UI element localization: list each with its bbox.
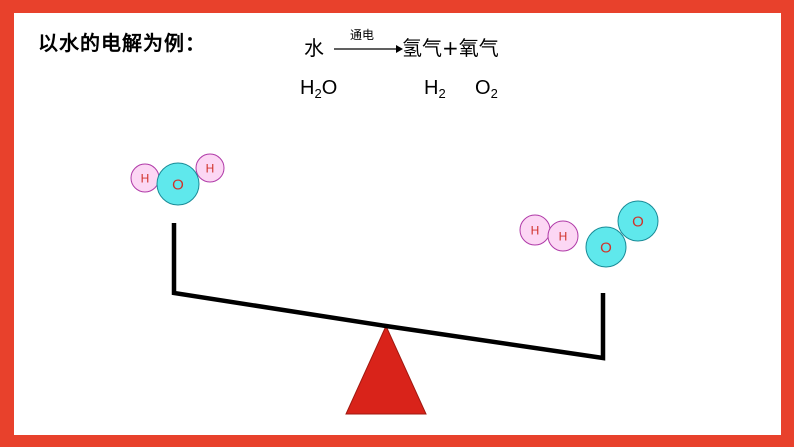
fulcrum-triangle [345,324,427,415]
equation-reactant: 水 [304,36,324,60]
hydrogen-atom-2 [547,220,579,252]
water-oxygen-atom [156,162,200,206]
reaction-arrow [334,45,403,53]
oxygen-label-1: O [600,240,612,257]
formula-oxygen: O2 [475,77,498,101]
oxygen-label-2: O [632,214,644,231]
oxygen-atom-2 [617,200,659,242]
balance-scene: H H O H H O O [130,153,659,415]
equation-condition: 通电 [350,28,375,42]
water-hydrogen-label-left: H [141,172,150,186]
water-oxygen-label: O [172,177,184,194]
heading-title: 以水的电解为例： [38,31,206,55]
hydrogen-label-1: H [531,224,540,238]
oxygen-atom-1 [585,226,627,268]
water-molecule: H H O [130,153,225,206]
equation-products: 氢气+氧气 [402,36,499,60]
hydrogen-molecule: H H [519,214,579,252]
formula-water-main: H [300,77,315,99]
formula-water: H2O [300,77,338,101]
formula-oxygen-sub: 2 [490,86,498,101]
slide-canvas: 以水的电解为例： 水 通电 氢气+氧气 H2O H2 O2 H H O [14,13,781,435]
formula-hydrogen: H2 [424,77,446,101]
balance-beam [171,223,606,361]
water-hydrogen-label-right: H [206,162,215,176]
formula-water-tail: O [321,77,338,99]
water-hydrogen-atom-right [195,153,225,183]
formula-water-sub: 2 [314,86,322,101]
formula-hydrogen-sub: 2 [438,86,446,101]
formula-hydrogen-main: H [424,77,439,99]
formula-oxygen-main: O [475,77,491,99]
hydrogen-label-2: H [559,230,568,244]
oxygen-molecule: O O [585,200,659,268]
